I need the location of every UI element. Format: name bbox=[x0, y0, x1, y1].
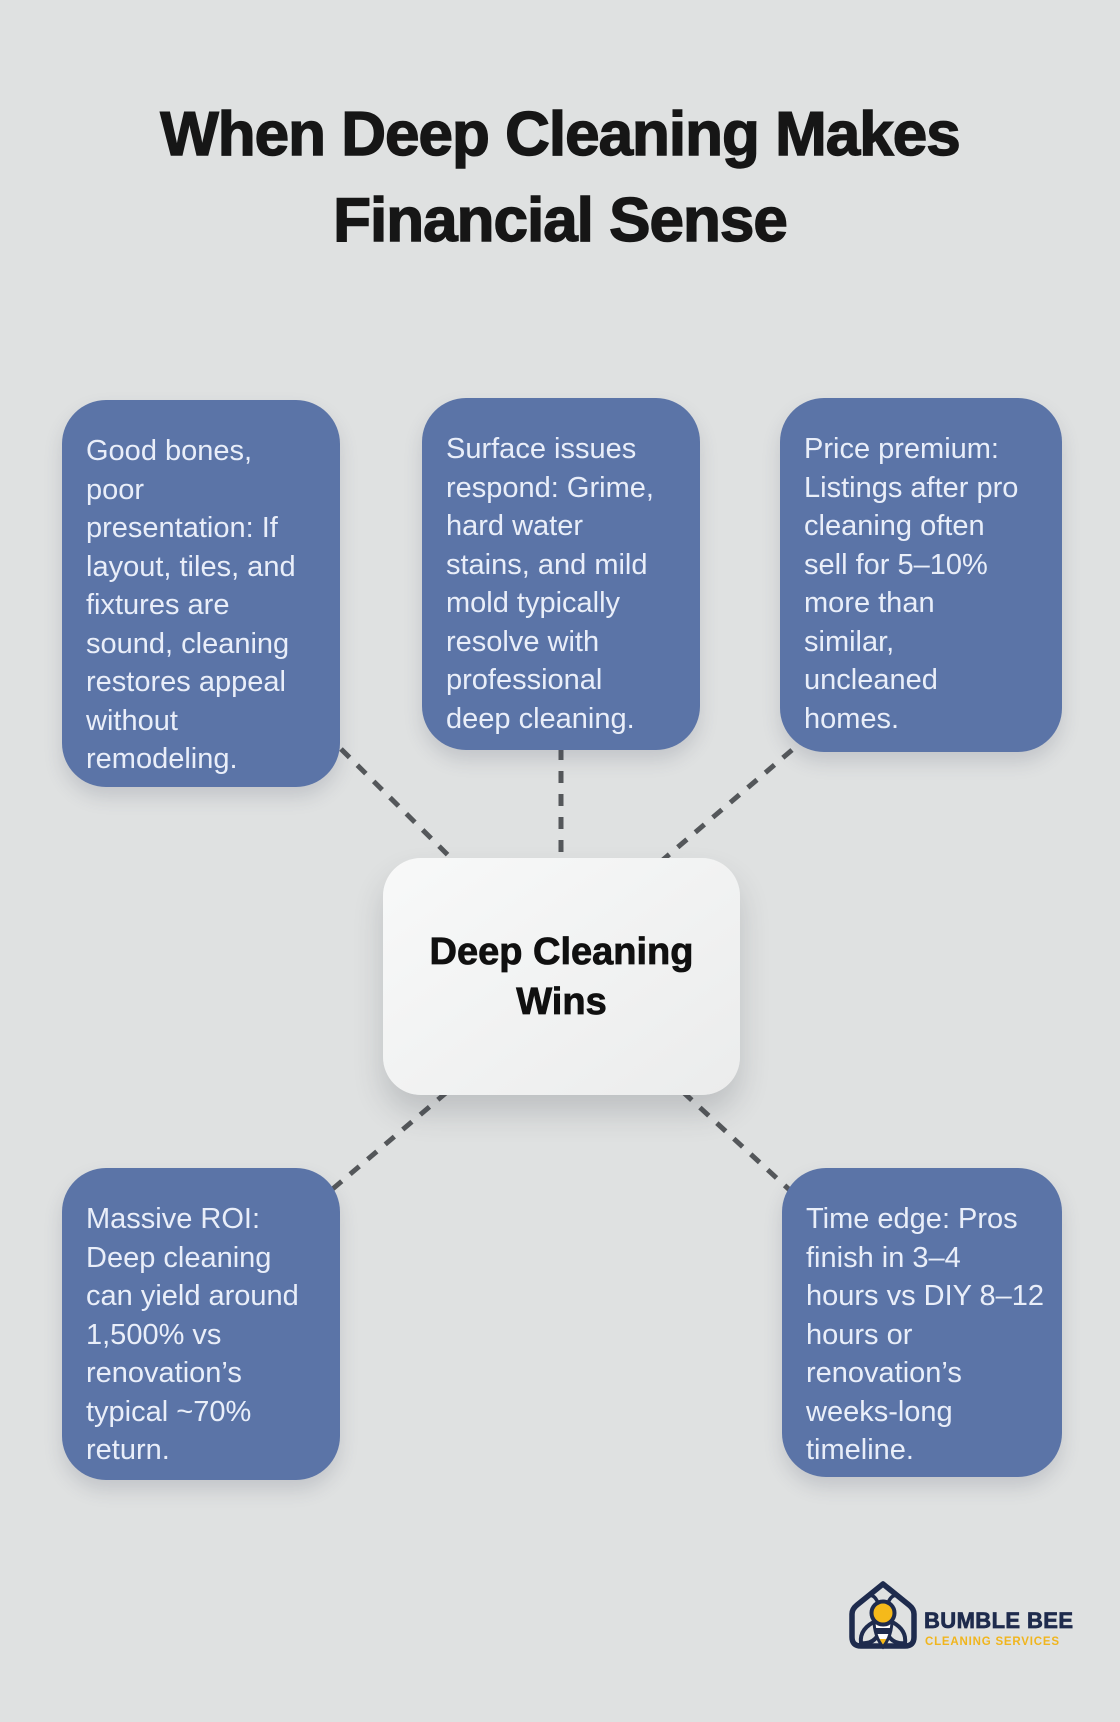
center-node: Deep Cleaning Wins bbox=[383, 858, 740, 1095]
node-massive-roi: Massive ROI: Deep cleaning can yield aro… bbox=[62, 1168, 340, 1480]
node-good-bones: Good bones, poor presentation: If layout… bbox=[62, 400, 340, 787]
brand-tagline: CLEANING SERVICES bbox=[925, 1636, 1060, 1648]
page-title: When Deep Cleaning Makes Financial Sense bbox=[160, 99, 962, 255]
brand-name: BUMBLE BEE bbox=[924, 1608, 1074, 1634]
connector-good-bones bbox=[339, 747, 457, 864]
brand-logo: BUMBLE BEE CLEANING SERVICES bbox=[848, 1580, 1078, 1664]
node-price-premium: Price premium: Listings after pro cleani… bbox=[780, 398, 1062, 752]
connector-price-premium bbox=[656, 748, 794, 866]
bee-house-icon bbox=[849, 1581, 917, 1650]
connector-massive-roi bbox=[327, 1090, 449, 1194]
connector-time-edge bbox=[681, 1090, 796, 1196]
node-surface-issues: Surface issues respond: Grime, hard wate… bbox=[422, 398, 700, 750]
node-time-edge: Time edge: Pros finish in 3–4 hours vs D… bbox=[782, 1168, 1062, 1477]
